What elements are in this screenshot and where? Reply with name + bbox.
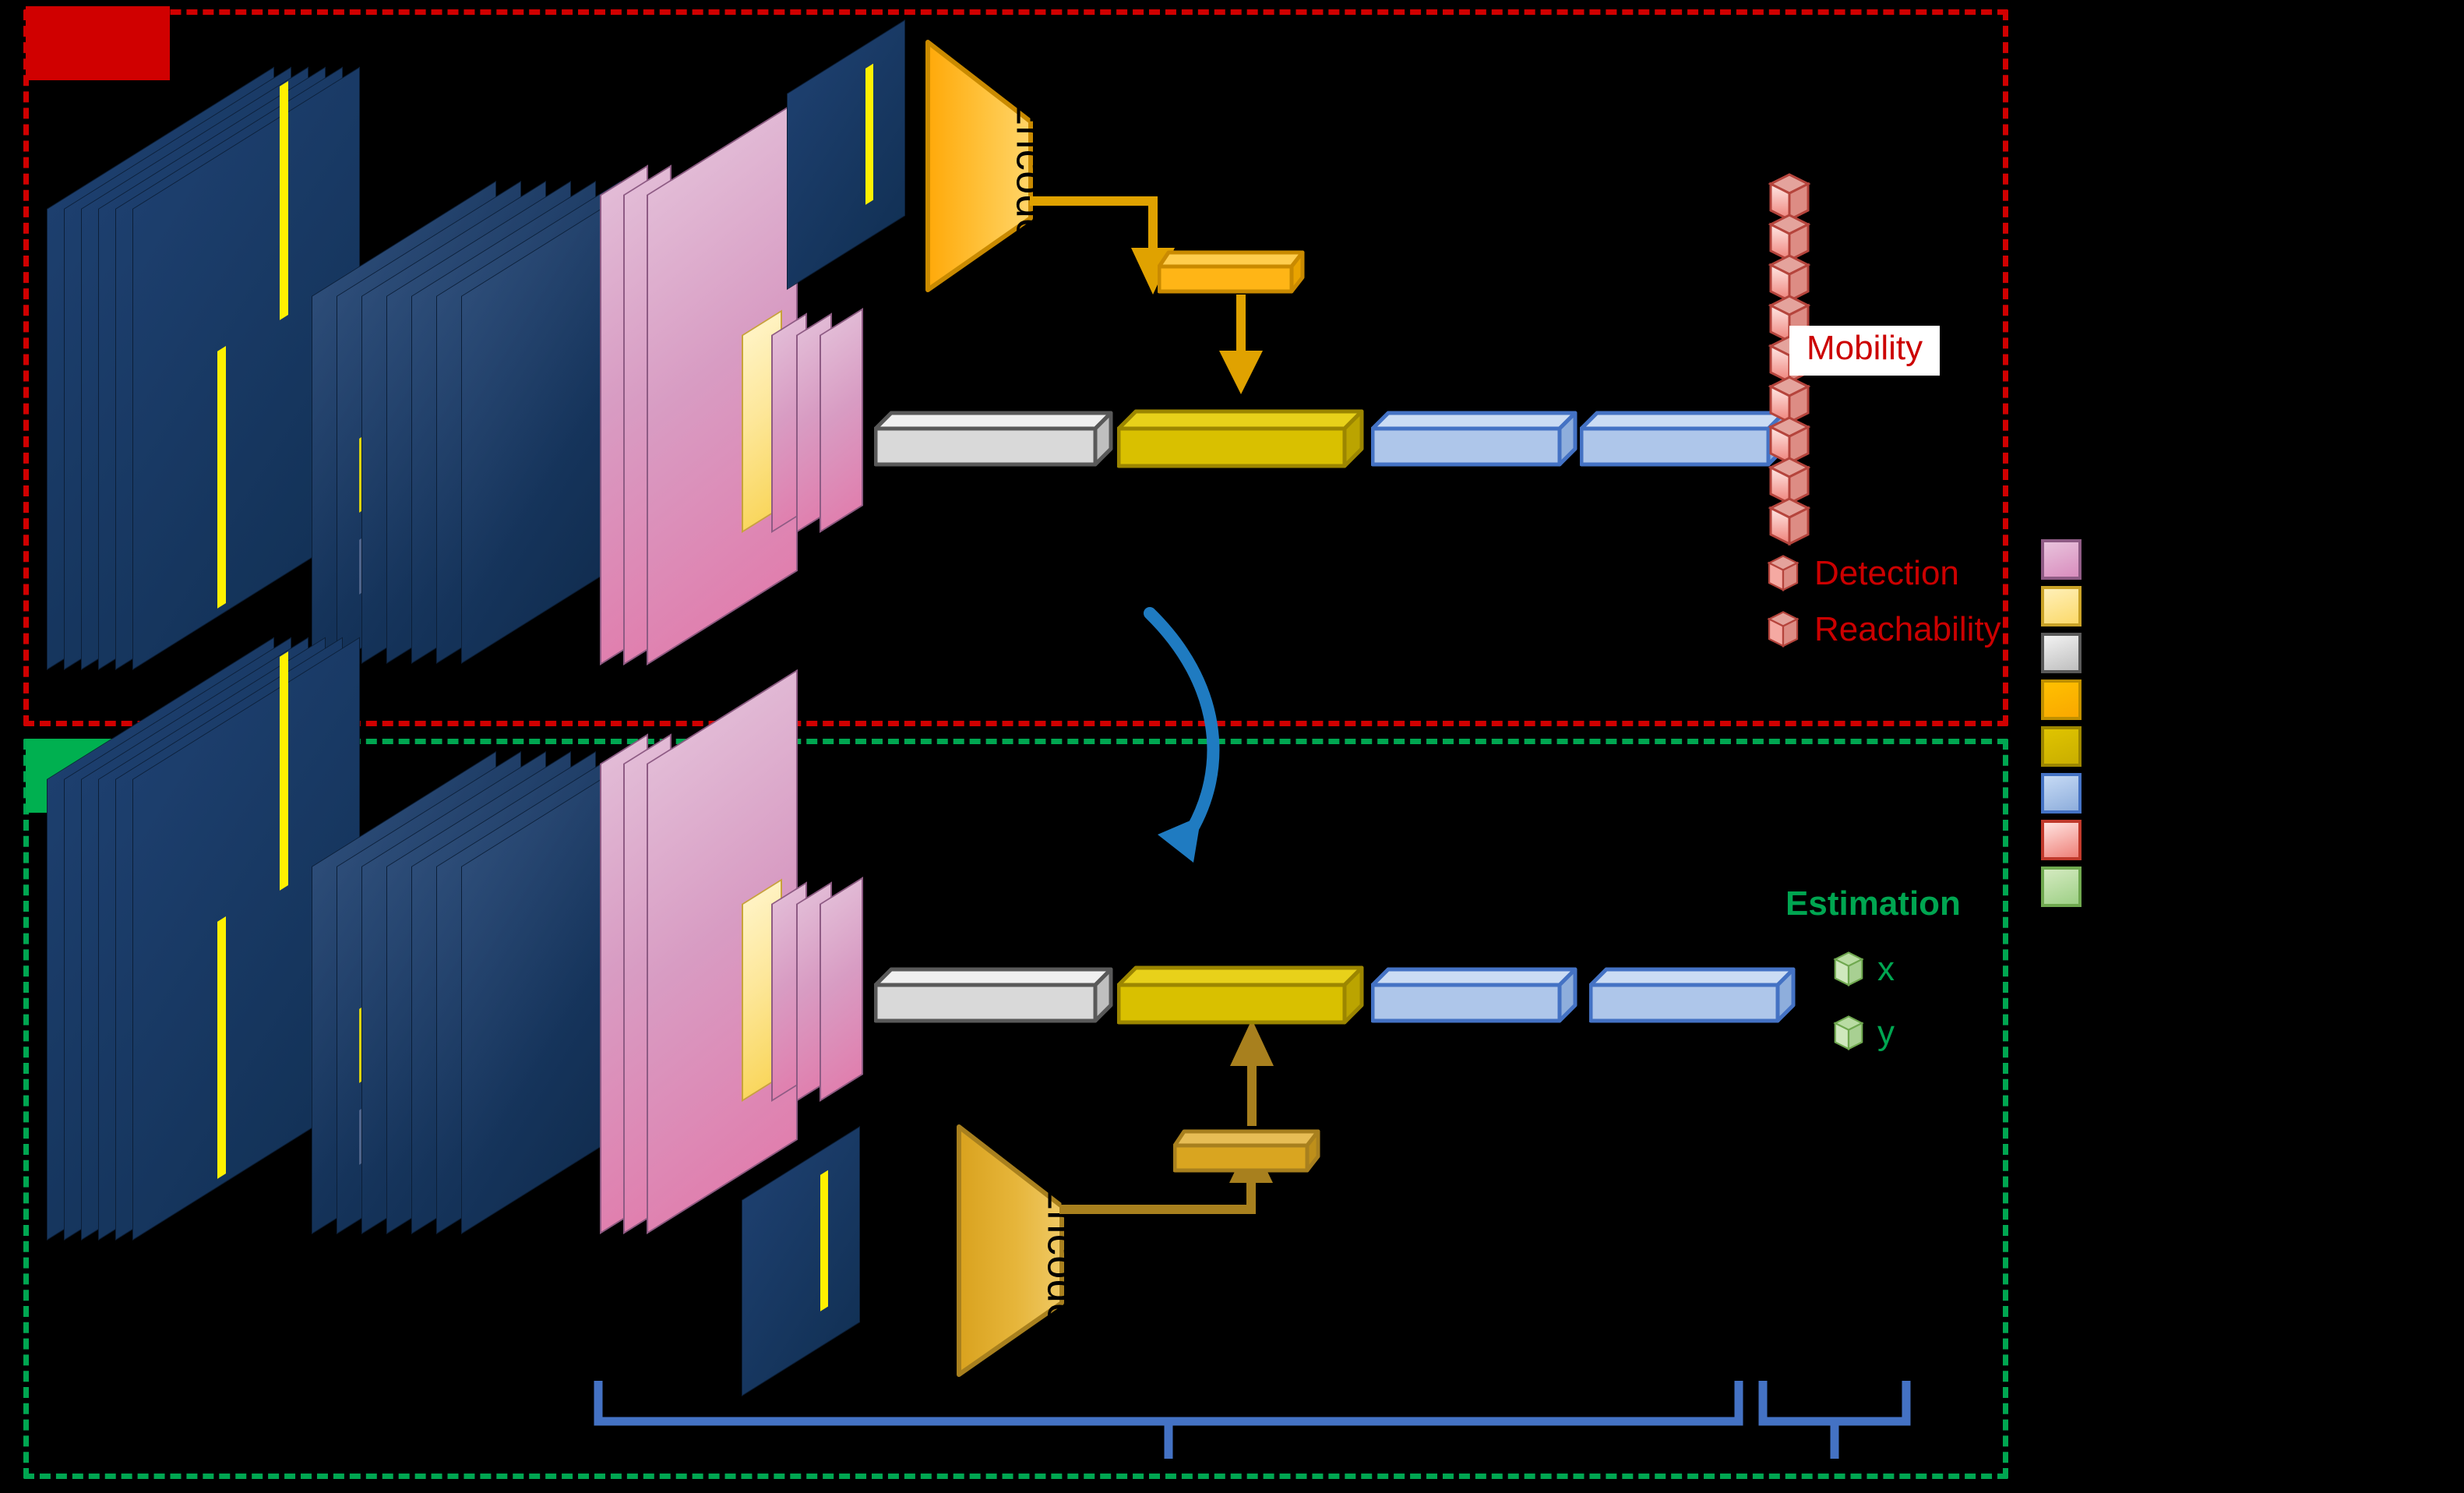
bottom-fusion-bar bbox=[1172, 1122, 1329, 1181]
mobility-callout: Mobility bbox=[1789, 326, 1941, 376]
swatch-orange bbox=[2041, 679, 2082, 720]
swatch-gold bbox=[2041, 726, 2082, 767]
conv-slab bbox=[820, 308, 863, 533]
reachability-row: Reachability bbox=[1764, 606, 2001, 653]
estimation-y-label: y bbox=[1877, 1014, 1895, 1052]
red-cube-icon bbox=[1767, 611, 1800, 648]
conv-slab bbox=[820, 877, 863, 1102]
gold-bar bbox=[1116, 407, 1366, 476]
swatch-blue bbox=[2041, 773, 2082, 814]
highlight-line bbox=[217, 916, 226, 1179]
highlight-line bbox=[280, 651, 288, 891]
blue-bar-1 bbox=[1370, 965, 1580, 1031]
swatch-cream bbox=[2041, 586, 2082, 626]
top-fusion-down-arrow bbox=[1198, 295, 1284, 396]
swatch-green bbox=[2041, 867, 2082, 907]
top-region-frame bbox=[23, 9, 2008, 726]
gold-bar bbox=[1116, 963, 1366, 1032]
reachability-label: Reachability bbox=[1814, 610, 2001, 648]
knowledge-transfer-arrow bbox=[1106, 588, 1309, 877]
mobility-label: Mobility bbox=[1789, 326, 1941, 376]
bottom-region-frame bbox=[23, 739, 2008, 1479]
brace-backbone bbox=[592, 1371, 1745, 1465]
highlight-line bbox=[217, 346, 226, 609]
swatch-red bbox=[2041, 820, 2082, 860]
estimation-row-y: y bbox=[1831, 1011, 1895, 1056]
blue-bar-2 bbox=[1588, 965, 1798, 1031]
swatch-pink bbox=[2041, 539, 2082, 580]
green-cube-icon bbox=[1833, 951, 1864, 987]
detection-label: Detection bbox=[1814, 554, 1959, 592]
estimation-x-label: x bbox=[1877, 950, 1895, 988]
top-region-tag bbox=[26, 6, 170, 80]
top-encoder[interactable]: Encoder bbox=[923, 37, 1118, 295]
color-legend bbox=[2041, 539, 2082, 913]
estimation-heading: Estimation bbox=[1785, 884, 1961, 923]
highlight-line bbox=[280, 81, 288, 320]
green-cube-icon bbox=[1833, 1015, 1864, 1050]
top-fusion-bar bbox=[1157, 243, 1313, 302]
blue-bar-1 bbox=[1370, 408, 1580, 475]
brace-head bbox=[1757, 1371, 1912, 1465]
swatch-gray bbox=[2041, 633, 2082, 673]
bottom-encoder[interactable]: Encoder bbox=[954, 1122, 1149, 1379]
highlight-line bbox=[865, 63, 873, 205]
blue-bar-2 bbox=[1579, 408, 1789, 475]
red-cube-icon bbox=[1767, 555, 1800, 591]
top-output-cube-column bbox=[1764, 173, 1819, 563]
estimation-row-x: x bbox=[1831, 947, 1895, 992]
gray-bar bbox=[873, 965, 1116, 1031]
detection-row: Detection bbox=[1764, 550, 1959, 597]
gray-bar bbox=[873, 408, 1116, 475]
highlight-line bbox=[820, 1170, 828, 1311]
bottom-fusion-up-arrow bbox=[1209, 1013, 1295, 1126]
